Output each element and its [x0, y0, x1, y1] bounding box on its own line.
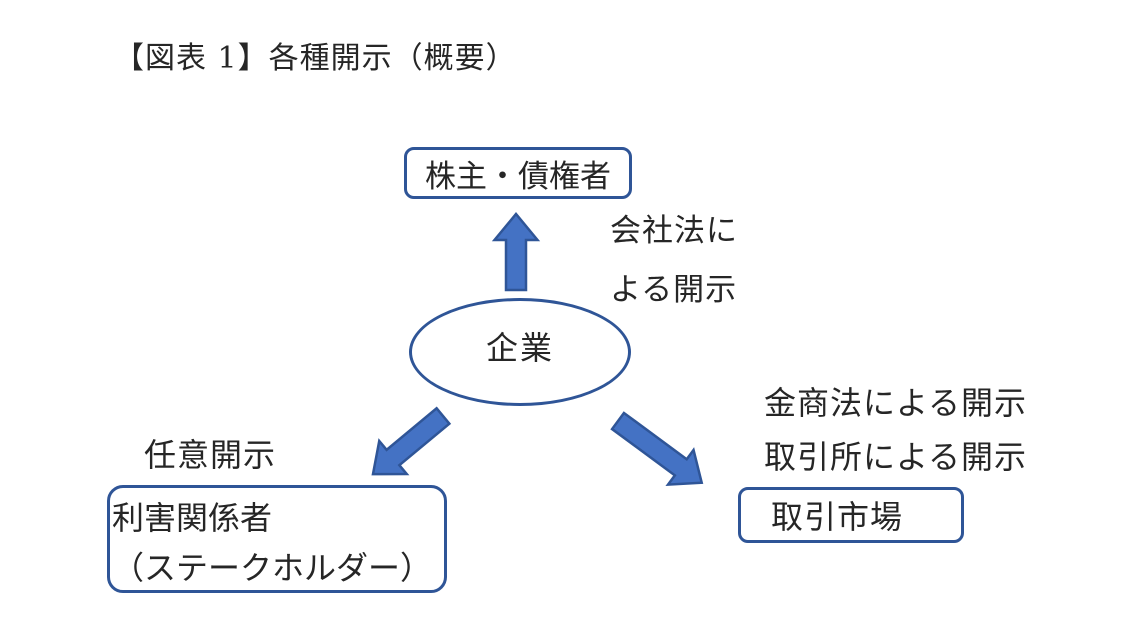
annotation-companies-act: 会社法に よる開示 — [610, 202, 738, 320]
node-company-ellipse: 企業 — [409, 298, 631, 406]
annotation-fiea-exchange: 金商法による開示 取引所による開示 — [764, 376, 1027, 484]
down-left-arrow-icon — [371, 406, 452, 476]
annotation-fiea-line: 金商法による開示 — [764, 384, 1028, 422]
node-trading-market-label: 取引市場 — [771, 498, 904, 536]
annotation-companies-act-line1: 会社法に — [610, 213, 738, 249]
down-right-arrow-icon — [610, 411, 704, 486]
node-stakeholders-line1: 利害関係者 — [112, 499, 273, 537]
node-stakeholders: 利害関係者 （ステークホルダー） — [107, 485, 447, 593]
up-arrow-icon — [491, 212, 541, 292]
node-stakeholders-line2: （ステークホルダー） — [112, 549, 433, 587]
annotation-companies-act-line2: よる開示 — [610, 272, 738, 308]
node-trading-market: 取引市場 — [738, 487, 964, 543]
node-company-label: 企業 — [485, 329, 554, 367]
figure-title: 【図表 1】各種開示（概要） — [114, 41, 517, 76]
annotation-voluntary-disclosure: 任意開示 — [144, 436, 277, 474]
node-shareholders-creditors-label: 株主・債権者 — [425, 158, 611, 195]
node-shareholders-creditors: 株主・債権者 — [404, 147, 632, 199]
annotation-exchange-line: 取引所による開示 — [764, 438, 1028, 476]
